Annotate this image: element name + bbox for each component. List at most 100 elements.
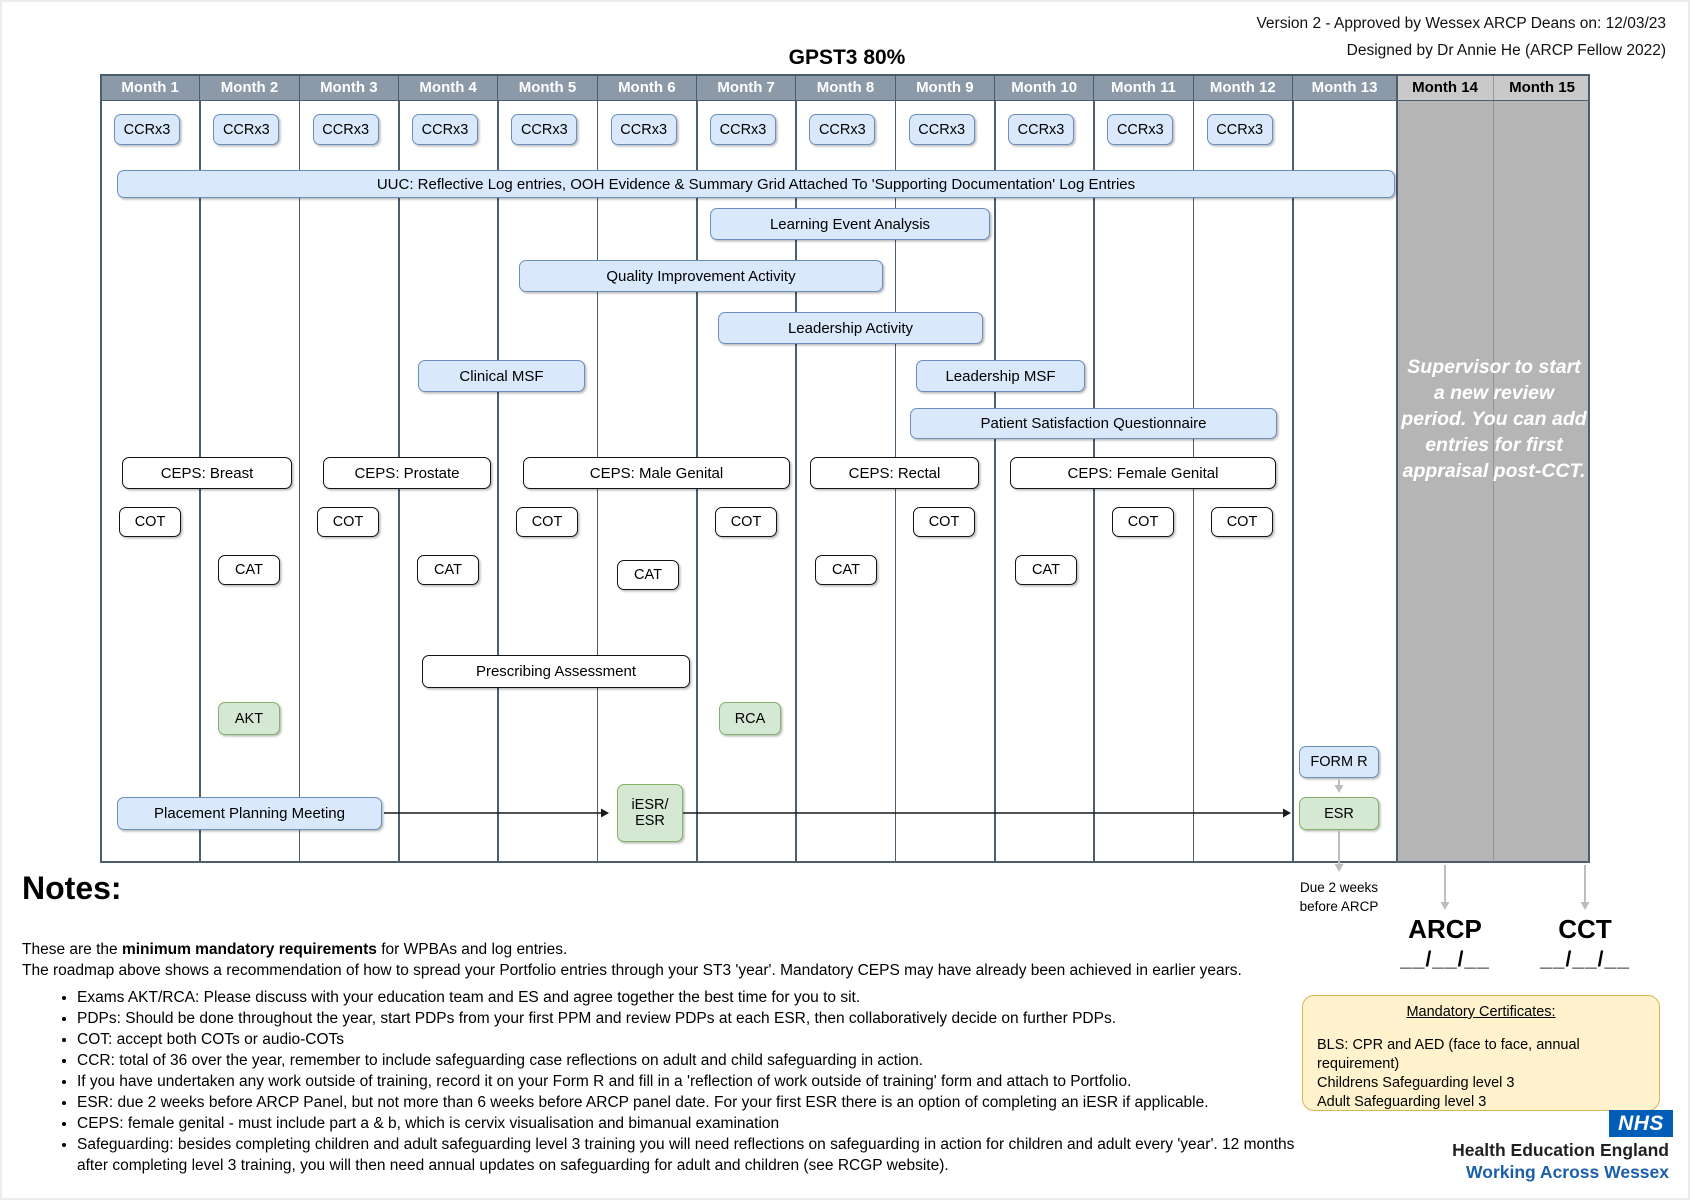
cat-box: CAT bbox=[815, 555, 877, 585]
month-header-3: Month 3 bbox=[298, 74, 398, 101]
cct-label: CCT bbox=[1558, 914, 1612, 944]
cat-box: CAT bbox=[1015, 555, 1077, 585]
post-cct-grey-area bbox=[1396, 101, 1590, 863]
ceps-prostate-box: CEPS: Prostate bbox=[323, 457, 491, 489]
version-line: Version 2 - Approved by Wessex ARCP Dean… bbox=[1256, 15, 1666, 32]
table-outline bbox=[100, 74, 1590, 863]
month-header-9: Month 9 bbox=[894, 74, 994, 101]
note-bullet-1: Exams AKT/RCA: Please discuss with your … bbox=[77, 987, 1302, 1008]
version-credits: Version 2 - Approved by Wessex ARCP Dean… bbox=[1256, 10, 1666, 64]
form-r-box: FORM R bbox=[1299, 746, 1379, 778]
certificate-item-1: BLS: CPR and AED (face to face, annual r… bbox=[1317, 1037, 1580, 1072]
arcp-date-blank: __/__/__ bbox=[1400, 948, 1490, 971]
notes-heading: Notes: bbox=[22, 870, 122, 906]
ceps-male-genital-box: CEPS: Male Genital bbox=[523, 457, 790, 489]
grid-line-month-4 bbox=[497, 101, 499, 863]
cot-box: COT bbox=[317, 507, 379, 537]
ccr-box-month-10: CCRx3 bbox=[1008, 114, 1074, 145]
notes-bullet-list: Exams AKT/RCA: Please discuss with your … bbox=[22, 987, 1312, 1176]
cot-box: COT bbox=[119, 507, 181, 537]
header-divider-line bbox=[100, 99, 1590, 101]
cat-box: CAT bbox=[617, 560, 679, 590]
month-header-13: Month 13 bbox=[1292, 74, 1396, 101]
ccr-box-month-8: CCRx3 bbox=[809, 114, 876, 145]
month14-15-divider bbox=[1493, 101, 1494, 863]
cat-box: CAT bbox=[218, 555, 280, 585]
cot-box: COT bbox=[516, 507, 578, 537]
cat-box: CAT bbox=[417, 555, 479, 585]
intro-bold: minimum mandatory requirements bbox=[121, 941, 377, 958]
month-header-2: Month 2 bbox=[199, 74, 299, 101]
grid-line-month-13 bbox=[1396, 74, 1398, 863]
cot-box: COT bbox=[715, 507, 777, 537]
grid-line-month-9 bbox=[994, 101, 996, 863]
clinical-msf-box: Clinical MSF bbox=[418, 360, 585, 392]
leadership-activity-box: Leadership Activity bbox=[718, 312, 983, 344]
health-education-england-label: Health Education England bbox=[1452, 1140, 1669, 1160]
note-bullet-7: CEPS: female genital - must include part… bbox=[77, 1113, 1302, 1134]
month-header-7: Month 7 bbox=[696, 74, 796, 101]
cot-box: COT bbox=[913, 507, 975, 537]
arrow-head-5 bbox=[1580, 902, 1590, 910]
note-bullet-5: If you have undertaken any work outside … bbox=[77, 1071, 1302, 1092]
ceps-rectal-box: CEPS: Rectal bbox=[810, 457, 979, 489]
ccr-box-month-5: CCRx3 bbox=[511, 114, 578, 145]
certificate-item-2: Childrens Safeguarding level 3 bbox=[1317, 1075, 1515, 1091]
prescribing-assessment-box: Prescribing Assessment bbox=[422, 655, 690, 688]
ceps-female-genital-box: CEPS: Female Genital bbox=[1010, 457, 1276, 489]
intro-post: for WPBAs and log entries. bbox=[376, 941, 568, 958]
due-note: Due 2 weeks before ARCP bbox=[1299, 880, 1379, 914]
page-title: GPST3 80% bbox=[788, 46, 906, 69]
mandatory-certificates-box: Mandatory Certificates: BLS: CPR and AED… bbox=[1302, 995, 1660, 1111]
certificates-title: Mandatory Certificates: bbox=[1406, 1004, 1556, 1020]
placement-planning-meeting-box: Placement Planning Meeting bbox=[117, 797, 382, 830]
notes-section: Notes: These are the minimum mandatory r… bbox=[22, 870, 1312, 1176]
nhs-logo-text: NHS bbox=[1618, 1111, 1664, 1135]
month-header-8: Month 8 bbox=[795, 74, 895, 101]
leadership-msf-box: Leadership MSF bbox=[916, 360, 1085, 392]
ccr-box-month-1: CCRx3 bbox=[114, 114, 180, 145]
ccr-box-month-7: CCRx3 bbox=[710, 114, 776, 145]
intro-line2: The roadmap above shows a recommendation… bbox=[22, 962, 1242, 979]
working-across-wessex-label: Working Across Wessex bbox=[1466, 1162, 1669, 1182]
month-header-1: Month 1 bbox=[100, 74, 200, 101]
ccr-box-month-9: CCRx3 bbox=[908, 114, 975, 145]
designer-line: Designed by Dr Annie He (ARCP Fellow 202… bbox=[1346, 42, 1666, 59]
ccr-box-month-2: CCRx3 bbox=[213, 114, 280, 145]
cot-box: COT bbox=[1112, 507, 1174, 537]
patient-satisfaction-questionnaire-box: Patient Satisfaction Questionnaire bbox=[910, 408, 1277, 439]
grid-line-month-2 bbox=[298, 101, 301, 863]
certificates-items: BLS: CPR and AED (face to face, annual r… bbox=[1317, 1036, 1645, 1112]
month-header-5: Month 5 bbox=[497, 74, 597, 101]
nhs-logo: NHS bbox=[1609, 1110, 1673, 1137]
cct-date-blank: __/__/__ bbox=[1540, 948, 1630, 971]
month-header-4: Month 4 bbox=[398, 74, 498, 101]
certificate-item-3: Adult Safeguarding level 3 bbox=[1317, 1094, 1487, 1110]
learning-event-analysis-box: Learning Event Analysis bbox=[710, 208, 990, 240]
supervisor-note: Supervisor to start a new review period.… bbox=[1401, 356, 1587, 482]
arrow-head-4 bbox=[1440, 902, 1450, 910]
arcp-label: ARCP bbox=[1408, 914, 1482, 944]
ccr-box-month-12: CCRx3 bbox=[1206, 114, 1273, 145]
month-header-10: Month 10 bbox=[994, 74, 1094, 101]
arrow-head-3 bbox=[1334, 864, 1344, 872]
note-bullet-4: CCR: total of 36 over the year, remember… bbox=[77, 1050, 1302, 1071]
cot-box: COT bbox=[1211, 507, 1273, 537]
uuc-reflective-log-entries-ooh-evidence--box: UUC: Reflective Log entries, OOH Evidenc… bbox=[117, 170, 1395, 198]
ccr-box-month-11: CCRx3 bbox=[1107, 114, 1174, 145]
notes-intro: These are the minimum mandatory requirem… bbox=[22, 939, 1312, 981]
esr-box: ESR bbox=[1299, 797, 1379, 830]
month-header-12: Month 12 bbox=[1192, 74, 1292, 101]
quality-improvement-activity-box: Quality Improvement Activity bbox=[519, 260, 883, 292]
grid-line-month-12 bbox=[1292, 101, 1294, 863]
rca-box: RCA bbox=[719, 702, 781, 735]
note-bullet-3: COT: accept both COTs or audio-COTs bbox=[77, 1029, 1302, 1050]
month-header-15: Month 15 bbox=[1493, 74, 1590, 101]
note-bullet-2: PDPs: Should be done throughout the year… bbox=[77, 1008, 1302, 1029]
note-bullet-6: ESR: due 2 weeks before ARCP Panel, but … bbox=[77, 1092, 1302, 1113]
akt-box: AKT bbox=[218, 702, 280, 735]
ceps-breast-box: CEPS: Breast bbox=[122, 457, 292, 489]
iesr-esr-box: iESR/ ESR bbox=[617, 784, 683, 842]
ccr-box-month-4: CCRx3 bbox=[412, 114, 478, 145]
